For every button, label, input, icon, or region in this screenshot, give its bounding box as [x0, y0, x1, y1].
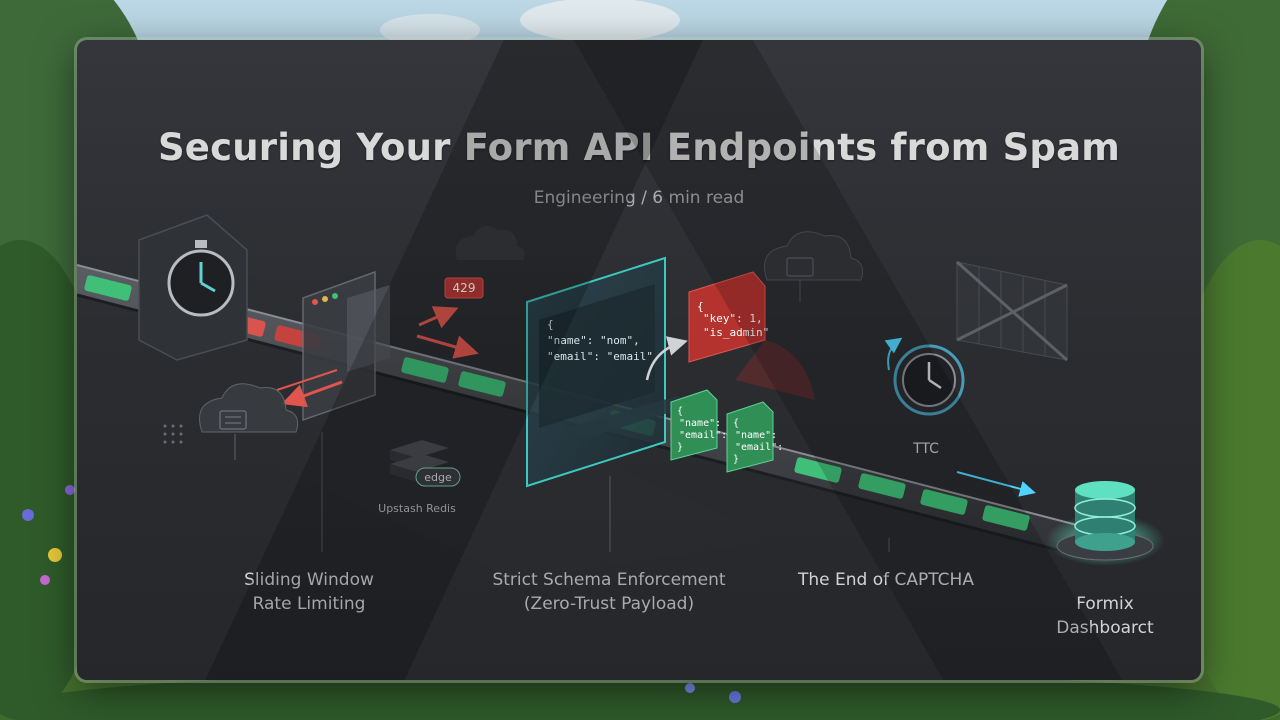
ttc-label: TTC	[912, 441, 939, 457]
svg-text:}: }	[733, 454, 739, 465]
label-line: Dashboarct	[1043, 616, 1167, 640]
reject-arrow	[419, 310, 453, 325]
stopwatch-icon	[139, 215, 247, 360]
label-line: Sliding Window	[216, 568, 402, 592]
svg-text:"name":: "name":	[735, 430, 777, 441]
flow-arrow	[957, 472, 1032, 492]
svg-text:{: {	[677, 406, 683, 417]
label-line: Formix	[1043, 592, 1167, 616]
svg-text:}: }	[677, 442, 683, 453]
svg-text:"email":: "email":	[679, 430, 727, 441]
section-label-schema: Strict Schema Enforcement (Zero-Trust Pa…	[479, 568, 739, 616]
svg-text:"email":: "email":	[735, 442, 783, 453]
reject-arrow	[417, 336, 473, 352]
malicious-payload-doc: { "key": 1, "is_admin"	[689, 272, 815, 400]
payload-line: "is_admin"	[703, 326, 769, 339]
svg-text:"name":: "name":	[679, 418, 721, 429]
article-meta: Engineering / 6 min read	[77, 188, 1201, 208]
section-label-captcha: The End of CAPTCHA	[781, 568, 991, 592]
section-label-rate-limiting: Sliding Window Rate Limiting	[216, 568, 402, 616]
payload-line: "key": 1,	[703, 312, 763, 325]
label-line: The End of CAPTCHA	[781, 568, 991, 592]
cloud-server-icon	[765, 232, 863, 302]
redis-label: Upstash Redis	[378, 502, 456, 515]
label-line: Rate Limiting	[216, 592, 402, 616]
payload-line: "email": "email"	[547, 350, 653, 363]
grid-dots-icon	[164, 425, 183, 444]
payload-line: "name": "nom",	[547, 334, 640, 347]
status-code-badge: 429	[445, 278, 483, 298]
status-code-text: 429	[453, 281, 476, 295]
database-icon	[1045, 481, 1165, 566]
payload-line: {	[547, 318, 554, 331]
cloud-icon	[456, 226, 525, 260]
article-card[interactable]: 429 edge Upstash Redis	[77, 40, 1201, 680]
edge-badge-text: edge	[424, 471, 452, 484]
label-line: Strict Schema Enforcement	[479, 568, 739, 592]
svg-text:{: {	[733, 418, 739, 429]
captcha-crossed-icon	[957, 262, 1067, 360]
label-line: (Zero-Trust Payload)	[479, 592, 739, 616]
article-title: Securing Your Form API Endpoints from Sp…	[77, 126, 1201, 169]
section-label-dashboard: Formix Dashboarct	[1043, 592, 1167, 640]
ttc-clock-icon	[888, 340, 963, 414]
